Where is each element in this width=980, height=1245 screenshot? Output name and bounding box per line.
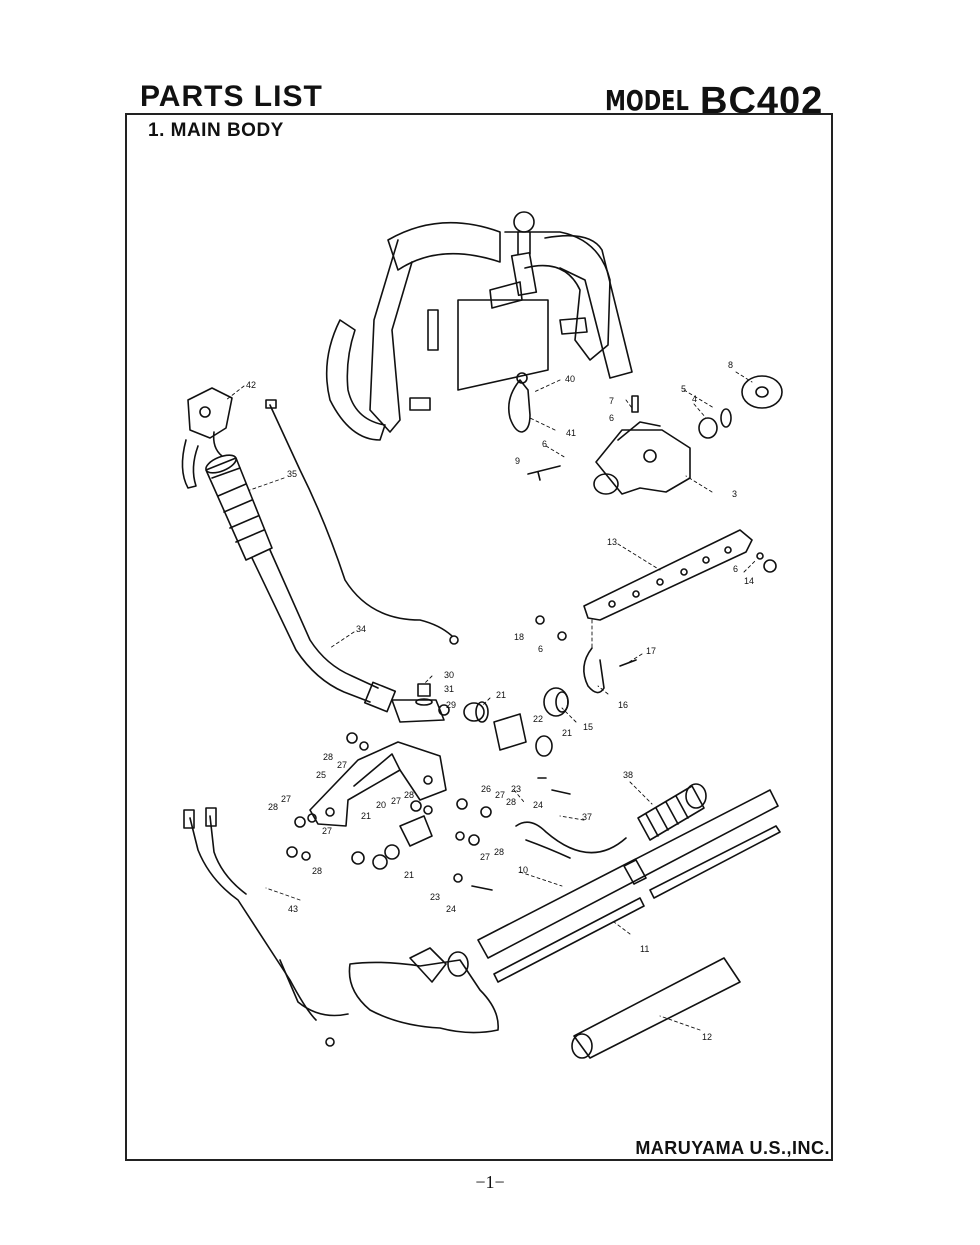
callout-20: 20: [376, 800, 386, 810]
callout-13: 13: [607, 537, 617, 547]
callout-21c: 21: [361, 811, 371, 821]
callout-42: 42: [246, 380, 256, 390]
callout-7: 7: [609, 396, 614, 406]
harness-drawing: [325, 211, 633, 441]
callout-18: 18: [514, 632, 524, 642]
callout-10: 10: [518, 865, 528, 875]
callout-8: 8: [728, 360, 733, 370]
callout-6d: 6: [538, 644, 543, 654]
section-title: 1. MAIN BODY: [148, 120, 284, 141]
callout-27f: 27: [480, 852, 490, 862]
throttle-cable-drawing: [265, 399, 459, 645]
leader-lines: [225, 371, 757, 1031]
drive-shaft-drawing: [477, 789, 781, 1059]
callout-37: 37: [582, 812, 592, 822]
callout-28e: 28: [312, 866, 322, 876]
clutch-drum-drawing: [527, 375, 783, 481]
callout-24b: 24: [446, 904, 456, 914]
handle-bracket-drawing: [309, 699, 447, 827]
callout-38: 38: [623, 770, 633, 780]
callout-27a: 27: [337, 760, 347, 770]
callout-35: 35: [287, 469, 297, 479]
callout-23b: 23: [430, 892, 440, 902]
parts-list-title: PARTS LIST: [140, 80, 323, 113]
callout-9: 9: [515, 456, 520, 466]
callout-27c: 27: [281, 794, 291, 804]
callout-5: 5: [681, 384, 686, 394]
callout-34: 34: [356, 624, 366, 634]
callout-6c: 6: [733, 564, 738, 574]
stop-wire-drawing: [183, 807, 349, 1047]
callout-12: 12: [702, 1032, 712, 1042]
callout-22: 22: [533, 714, 543, 724]
callout-23a: 23: [511, 784, 521, 794]
model-code: BC402: [700, 80, 824, 122]
callout-30: 30: [444, 670, 454, 680]
model-label: MODEL: [605, 84, 689, 117]
engine-housing-drawing: [593, 421, 691, 495]
callout-21d: 21: [404, 870, 414, 880]
callout-15: 15: [583, 722, 593, 732]
callout-43: 43: [288, 904, 298, 914]
callout-29: 29: [446, 700, 456, 710]
callout-28f: 28: [494, 847, 504, 857]
handle-grip-drawing: [205, 454, 273, 561]
foam-grip-drawing: [637, 783, 707, 841]
callout-11: 11: [640, 944, 649, 954]
callout-4: 4: [692, 394, 697, 404]
callout-16: 16: [618, 700, 628, 710]
callout-3: 3: [732, 489, 737, 499]
callout-14: 14: [744, 576, 754, 586]
company-name: MARUYAMA U.S.,INC.: [635, 1138, 830, 1158]
callout-31: 31: [444, 684, 454, 694]
callout-40: 40: [565, 374, 575, 384]
callout-27e: 27: [322, 826, 332, 836]
throttle-lever-drawing: [181, 387, 233, 489]
callout-28b: 28: [506, 797, 516, 807]
callout-6a: 6: [609, 413, 614, 423]
fasteners-drawing: [286, 732, 493, 891]
callout-21a: 21: [496, 690, 506, 700]
page-number: −1−: [475, 1172, 505, 1192]
handle-bar-drawing: [251, 549, 397, 713]
callout-27b: 27: [495, 790, 505, 800]
hanger-hook-drawing: [535, 615, 637, 694]
clamp-collar-drawing: [415, 683, 571, 795]
callout-26: 26: [481, 784, 491, 794]
callout-24a: 24: [533, 800, 543, 810]
callout-17: 17: [646, 646, 656, 656]
callout-27d: 27: [391, 796, 401, 806]
callout-28c: 28: [268, 802, 278, 812]
callout-6b: 6: [542, 439, 547, 449]
part-callouts: 42 35 34 40 41 8 5 7 6 4 6 9 3 13 6 14 1…: [246, 360, 754, 1042]
callout-21b: 21: [562, 728, 572, 738]
snap-hook-drawing: [507, 372, 531, 433]
callout-41: 41: [566, 428, 576, 438]
callout-25: 25: [316, 770, 326, 780]
callout-28a: 28: [323, 752, 333, 762]
gear-head-drawing: [348, 947, 499, 1034]
callout-28d: 28: [404, 790, 414, 800]
bracket-drawing: [583, 529, 777, 621]
diagram-frame: [125, 113, 833, 1161]
